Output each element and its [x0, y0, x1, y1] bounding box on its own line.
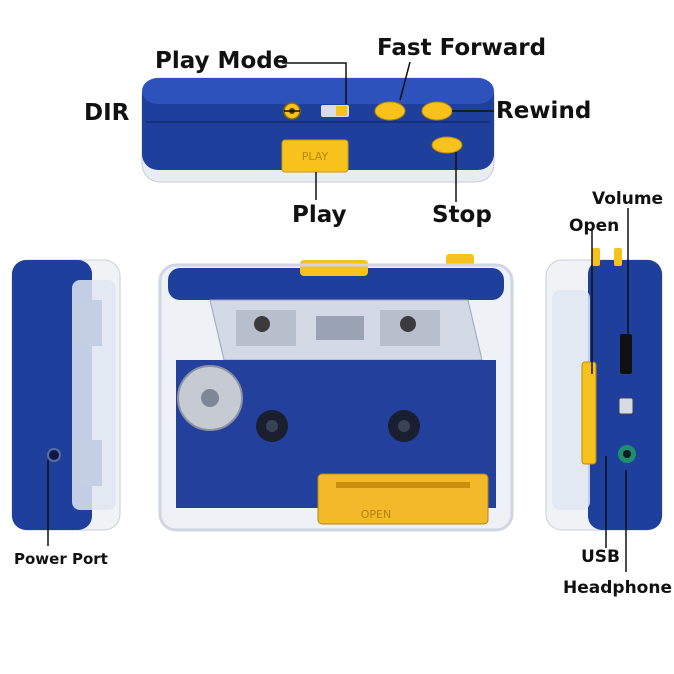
- top-view: PLAY: [141, 77, 495, 183]
- fast-forward-button: [374, 101, 406, 121]
- open-latch-text: OPEN: [361, 508, 391, 521]
- play-button: [281, 139, 349, 173]
- label-fast-forward: Fast Forward: [377, 35, 547, 61]
- label-rewind: Rewind: [496, 98, 592, 124]
- volume-wheel: [620, 334, 632, 374]
- stop-button: [431, 136, 463, 154]
- left-side-view: [11, 259, 121, 531]
- label-usb: USB: [581, 547, 621, 567]
- open-latch: [317, 473, 489, 525]
- play-button-text: PLAY: [302, 150, 329, 163]
- label-dir: DIR: [84, 100, 130, 126]
- right-side-view: [545, 248, 663, 531]
- label-volume: Volume: [592, 189, 664, 209]
- label-stop: Stop: [432, 202, 492, 228]
- label-play: Play: [292, 202, 347, 228]
- open-slider: [581, 361, 597, 465]
- rewind-button: [421, 101, 453, 121]
- label-play-mode: Play Mode: [155, 48, 289, 74]
- label-power-port: Power Port: [14, 550, 108, 568]
- label-headphone: Headphone: [563, 578, 672, 598]
- power-port: [47, 448, 61, 462]
- usb-port: [618, 397, 634, 415]
- label-open: Open: [569, 216, 620, 236]
- front-view: OPEN: [158, 254, 514, 532]
- leader-lines: [47, 61, 629, 572]
